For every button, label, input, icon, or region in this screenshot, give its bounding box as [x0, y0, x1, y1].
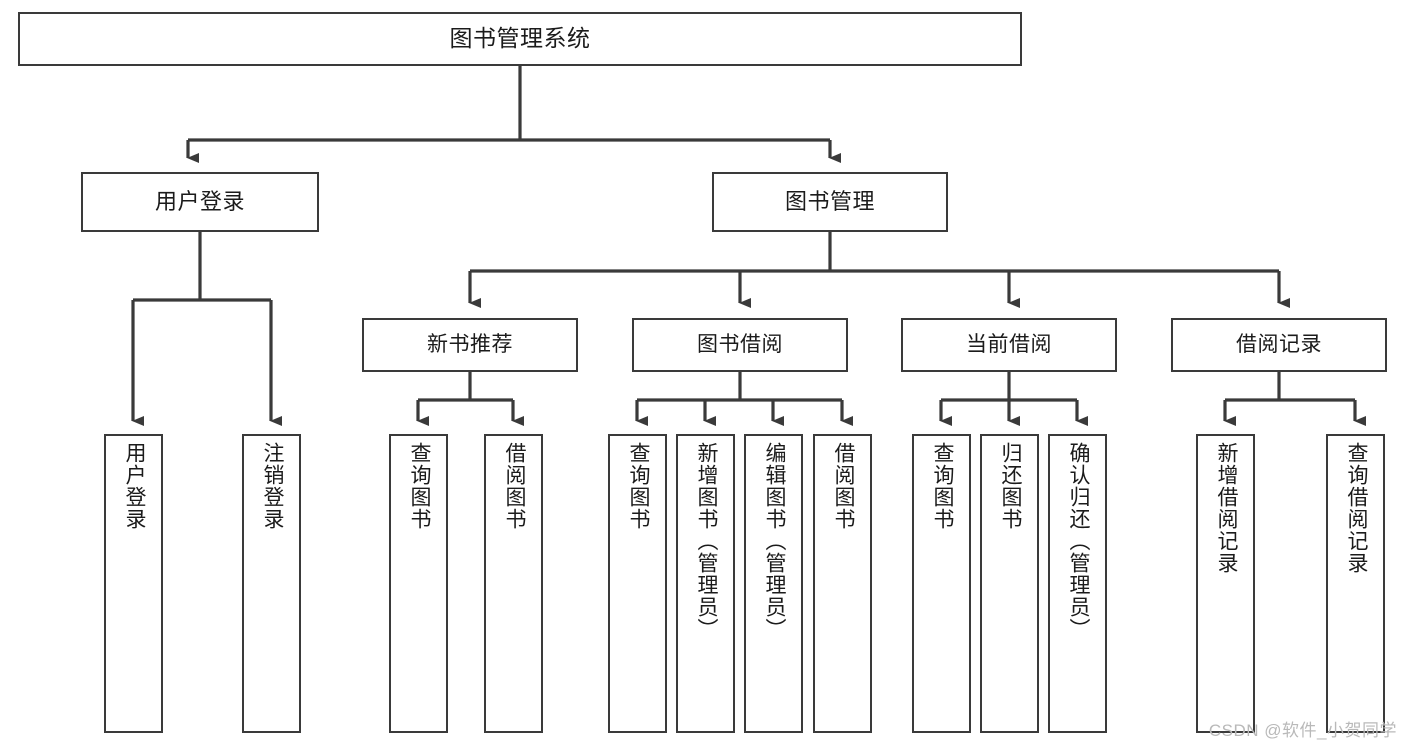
node-label: 用户登录 [122, 442, 146, 530]
csdn-watermark: CSDN @软件_小贺同学 [1208, 721, 1397, 740]
node-label: 借阅记录 [1236, 332, 1322, 356]
node-label: 借阅图书 [831, 442, 855, 530]
node-label: 图书管理系统 [449, 25, 591, 52]
node-label: 注销登录 [260, 442, 284, 530]
leaf-query-book-current[interactable]: 查询图书 [912, 434, 971, 733]
node-label: 确认归还（管理员） [1066, 442, 1090, 640]
node-label: 归还图书 [998, 442, 1022, 530]
node-current-borrow[interactable]: 当前借阅 [901, 318, 1117, 372]
node-book-manage[interactable]: 图书管理 [712, 172, 948, 232]
node-new-book-rec[interactable]: 新书推荐 [362, 318, 578, 372]
node-label: 用户登录 [154, 189, 245, 215]
node-label: 当前借阅 [966, 332, 1052, 356]
leaf-query-book-borrow[interactable]: 查询图书 [608, 434, 667, 733]
leaf-confirm-return-admin[interactable]: 确认归还（管理员） [1048, 434, 1107, 733]
node-label: 借阅图书 [502, 442, 526, 530]
node-label: 新增图书（管理员） [694, 442, 718, 640]
node-label: 新书推荐 [427, 332, 513, 356]
node-user-login[interactable]: 用户登录 [81, 172, 319, 232]
node-label: 图书管理 [784, 189, 875, 215]
leaf-borrow-book-borrow[interactable]: 借阅图书 [813, 434, 872, 733]
node-book-borrow[interactable]: 图书借阅 [632, 318, 848, 372]
leaf-user-login[interactable]: 用户登录 [104, 434, 163, 733]
leaf-add-book-admin[interactable]: 新增图书（管理员） [676, 434, 735, 733]
leaf-query-book-newbook[interactable]: 查询图书 [389, 434, 448, 733]
leaf-edit-book-admin[interactable]: 编辑图书（管理员） [744, 434, 803, 733]
node-label: 编辑图书（管理员） [762, 442, 786, 640]
node-label: 查询图书 [626, 442, 650, 530]
leaf-add-borrow-record[interactable]: 新增借阅记录 [1196, 434, 1255, 733]
node-label: 查询图书 [407, 442, 431, 530]
node-label: 查询图书 [930, 442, 954, 530]
leaf-borrow-book-newbook[interactable]: 借阅图书 [484, 434, 543, 733]
leaf-logout-login[interactable]: 注销登录 [242, 434, 301, 733]
leaf-return-book[interactable]: 归还图书 [980, 434, 1039, 733]
leaf-query-borrow-record[interactable]: 查询借阅记录 [1326, 434, 1385, 733]
node-label: 图书借阅 [697, 332, 783, 356]
node-label: 查询借阅记录 [1344, 442, 1368, 574]
node-root-system[interactable]: 图书管理系统 [18, 12, 1022, 66]
node-borrow-record[interactable]: 借阅记录 [1171, 318, 1387, 372]
node-label: 新增借阅记录 [1214, 442, 1238, 574]
